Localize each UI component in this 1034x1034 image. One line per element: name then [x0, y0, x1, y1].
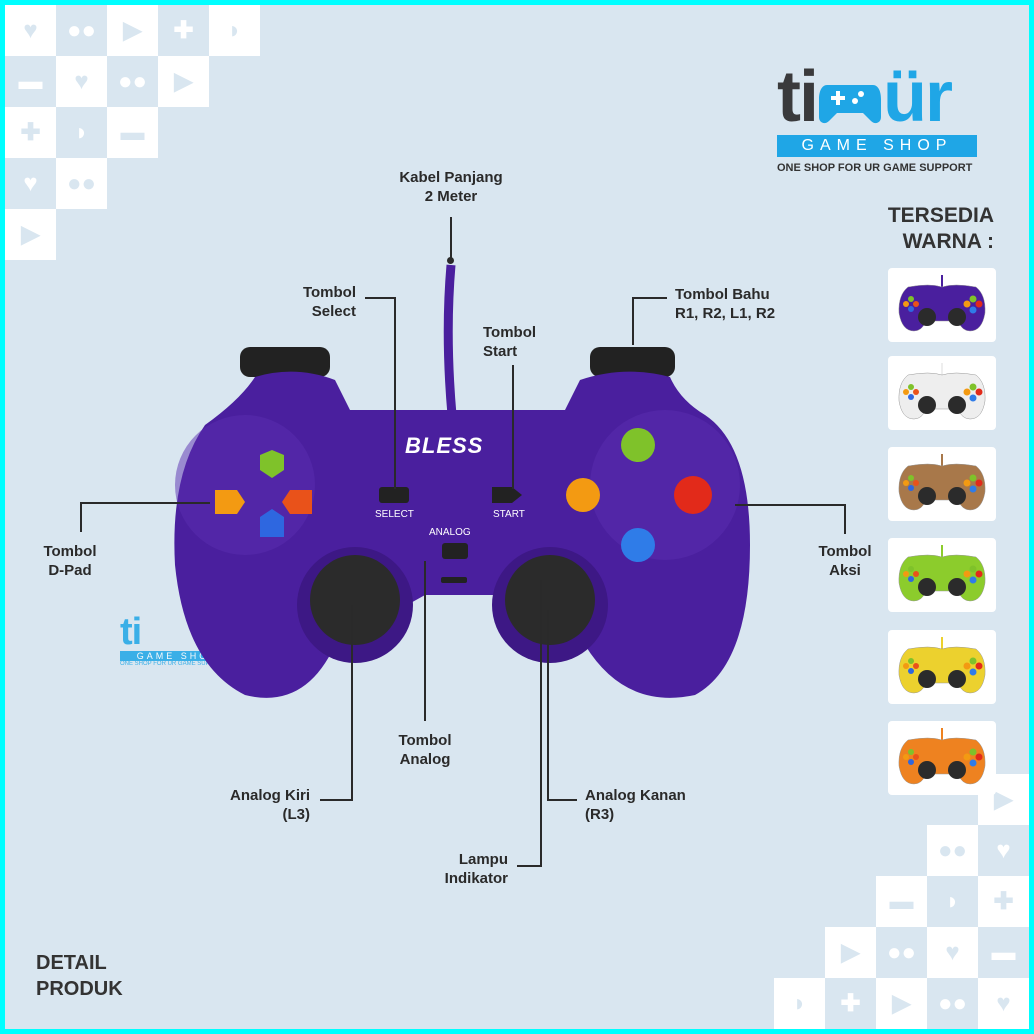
controller-image: [174, 264, 750, 698]
decorative-tile: ♥: [978, 978, 1029, 1029]
color-option[interactable]: [888, 721, 996, 795]
label-left-stick: Analog Kiri(L3): [229, 787, 310, 823]
decorative-tile: ✚: [5, 107, 56, 158]
decorative-tile: ●●: [107, 56, 158, 107]
decorative-tile: ▶: [825, 927, 876, 978]
decorative-tile: ●●: [56, 158, 107, 209]
decorative-tile: ♥: [5, 5, 56, 56]
select-button-label: SELECT: [375, 509, 414, 520]
decorative-tile: ●●: [876, 927, 927, 978]
watermark-logo: ti GAME SHOP ONE SHOP FOR UR GAME SUPPOR…: [120, 613, 235, 667]
decorative-tile: ♥: [5, 158, 56, 209]
decorative-tile: ◗: [927, 876, 978, 927]
decorative-tile: ●●: [927, 978, 978, 1029]
watermark-tagline: ONE SHOP FOR UR GAME SUPPORT: [120, 661, 227, 667]
decorative-tile: ♥: [56, 56, 107, 107]
logo-text-right: ür: [882, 57, 953, 137]
logo-tagline: ONE SHOP FOR UR GAME SUPPORT: [777, 162, 973, 174]
decorative-tile: ▶: [158, 56, 209, 107]
color-option[interactable]: [888, 447, 996, 521]
decorative-tile: ▬: [5, 56, 56, 107]
watermark-subtitle: GAME SHOP: [120, 651, 235, 661]
color-option[interactable]: [888, 630, 996, 704]
decorative-tile: ◗: [56, 107, 107, 158]
color-option[interactable]: [888, 538, 996, 612]
color-option[interactable]: [888, 268, 996, 342]
start-button-label: START: [493, 509, 525, 520]
decorative-tile: ▬: [876, 876, 927, 927]
color-option[interactable]: [888, 356, 996, 430]
gamepad-logo-icon: [818, 85, 881, 124]
decorative-tile: ♥: [978, 825, 1029, 876]
decorative-tile: ●●: [56, 5, 107, 56]
product-diagram: ♥♥●●●●▶▶✚✚◗◗▬▬♥♥●●●●▶▶✚✚◗◗▬▬♥♥●●●●▶▶ ti …: [5, 5, 1029, 1029]
logo-text-left: ti: [777, 57, 819, 137]
decorative-tile: ▬: [107, 107, 158, 158]
decorative-tile: ▶: [107, 5, 158, 56]
decorative-tile: ♥: [927, 927, 978, 978]
logo-subtitle: GAME SHOP: [777, 135, 977, 157]
decorative-tile: ✚: [825, 978, 876, 1029]
label-right-stick: Analog Kanan(R3): [585, 787, 686, 823]
decorative-tile: ▶: [876, 978, 927, 1029]
watermark-text: ti: [120, 611, 142, 653]
decorative-tile: ▶: [5, 209, 56, 260]
controller-brand: BLESS: [405, 433, 484, 458]
decorative-tile: ▬: [978, 927, 1029, 978]
decorative-tile: ◗: [774, 978, 825, 1029]
brand-logo: ti ür GAME SHOP ONE SHOP FOR UR GAME SUP…: [777, 57, 977, 174]
decorative-tile: ◗: [209, 5, 260, 56]
decorative-tile: ●●: [927, 825, 978, 876]
decorative-tile: ✚: [978, 876, 1029, 927]
analog-button-label: ANALOG: [429, 527, 471, 538]
decorative-tile: ✚: [158, 5, 209, 56]
